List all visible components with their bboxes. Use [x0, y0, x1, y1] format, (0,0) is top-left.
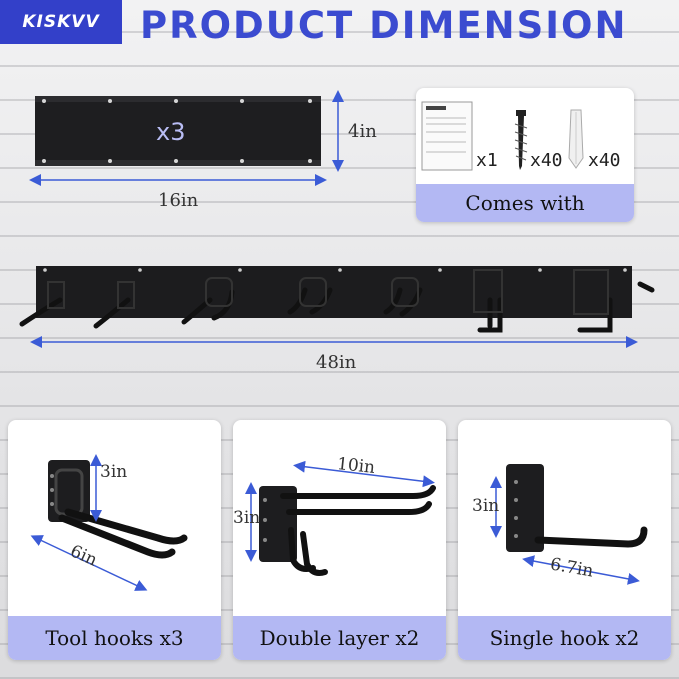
product-length-label: 10in [336, 454, 376, 478]
product-name: Single hook x2 [458, 616, 671, 660]
assembly-width-label: 48in [316, 352, 357, 373]
item-qty: x40 [588, 150, 621, 171]
item-qty: x1 [476, 150, 498, 171]
item-qty: x40 [530, 150, 563, 171]
screw-icon [514, 110, 528, 170]
rail-count-label: x3 [156, 118, 186, 146]
tool-hooks-panel: 3in 6in Tool hooks x3 [8, 420, 221, 660]
comes-with-panel: x1 x40 x40 Comes with [416, 88, 634, 222]
product-name: Tool hooks x3 [8, 616, 221, 660]
product-name: Double layer x2 [233, 616, 446, 660]
brand-logo: KISKVV [0, 0, 122, 44]
double-layer-hook-image [259, 485, 436, 576]
rail-height-label: 4in [348, 121, 377, 142]
tool-hook-image [48, 460, 188, 559]
product-height-label: 3in [100, 462, 128, 482]
rail-width-label: 16in [158, 190, 199, 211]
product-height-label: 3in [472, 496, 500, 516]
single-hook-image [506, 464, 648, 552]
product-height-label: 3in [233, 508, 261, 528]
page-title: PRODUCT DIMENSION [140, 4, 628, 47]
assembled-rail [19, 266, 655, 333]
single-hook-panel: 3in 6.7in Single hook x2 [458, 420, 671, 660]
single-rail [35, 96, 321, 166]
anchor-icon [568, 109, 584, 169]
double-layer-panel: 10in 3in Double layer x2 [233, 420, 446, 660]
manual-icon [421, 101, 473, 171]
comes-with-label: Comes with [416, 184, 634, 222]
